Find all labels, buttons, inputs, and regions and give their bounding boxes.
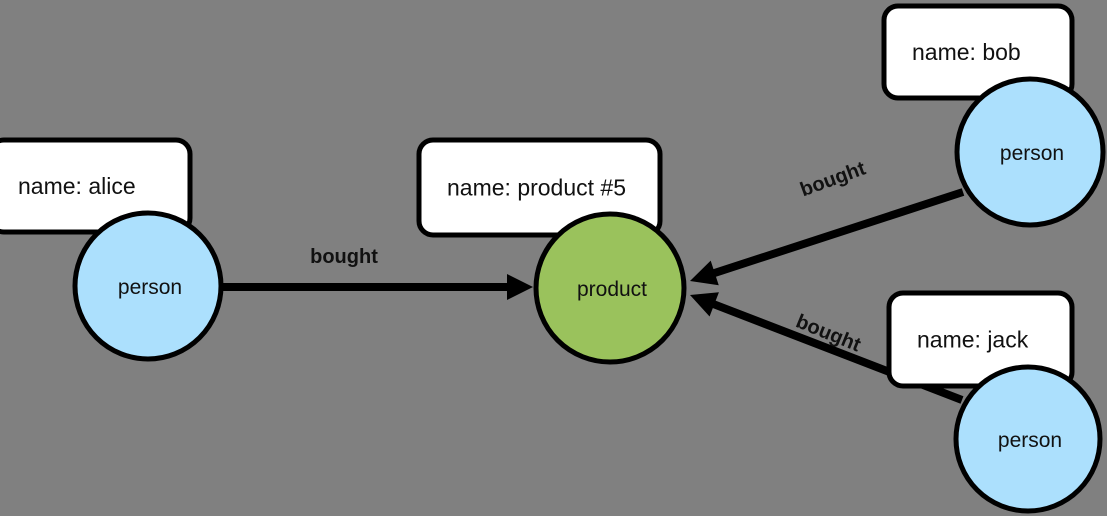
node-circle	[72, 210, 224, 362]
edge-line	[709, 188, 965, 278]
nodes-layer: person product person person	[72, 76, 1106, 514]
property-box-shape	[0, 137, 193, 235]
node-label: person	[118, 276, 182, 299]
graph-node-jack[interactable]: person	[953, 364, 1103, 514]
node-circle	[953, 364, 1103, 514]
property-box-label: name: alice	[18, 173, 136, 199]
node-label: person	[998, 429, 1062, 452]
property-box-label: name: jack	[917, 327, 1029, 353]
node-property-box[interactable]: name: bob	[881, 3, 1075, 101]
property-box-label: name: bob	[912, 39, 1021, 65]
node-circle	[533, 211, 687, 365]
property-box-label: name: product #5	[447, 175, 626, 201]
property-box-shape	[416, 137, 663, 238]
edge-arrowhead-icon	[690, 260, 719, 286]
graph-node-alice[interactable]: person	[72, 210, 224, 362]
edge-label: bought	[797, 157, 869, 201]
node-property-box[interactable]: name: jack	[886, 290, 1075, 389]
graph-edge[interactable]	[222, 274, 533, 300]
node-property-box[interactable]: name: product #5	[416, 137, 663, 238]
node-property-box[interactable]: name: alice	[0, 137, 193, 235]
node-label: product	[577, 278, 647, 301]
graph-edge[interactable]	[690, 188, 965, 286]
property-boxes-layer: name: alice name: product #5 name: bob name…	[0, 3, 1075, 389]
edge-label: bought	[310, 246, 378, 268]
graph-node-bob[interactable]: person	[954, 76, 1106, 228]
edge-arrowhead-icon	[690, 292, 719, 317]
edge-arrowhead-icon	[507, 274, 533, 300]
node-label: person	[1000, 142, 1064, 165]
node-circle	[954, 76, 1106, 228]
graph-node-product5[interactable]: product	[533, 211, 687, 365]
